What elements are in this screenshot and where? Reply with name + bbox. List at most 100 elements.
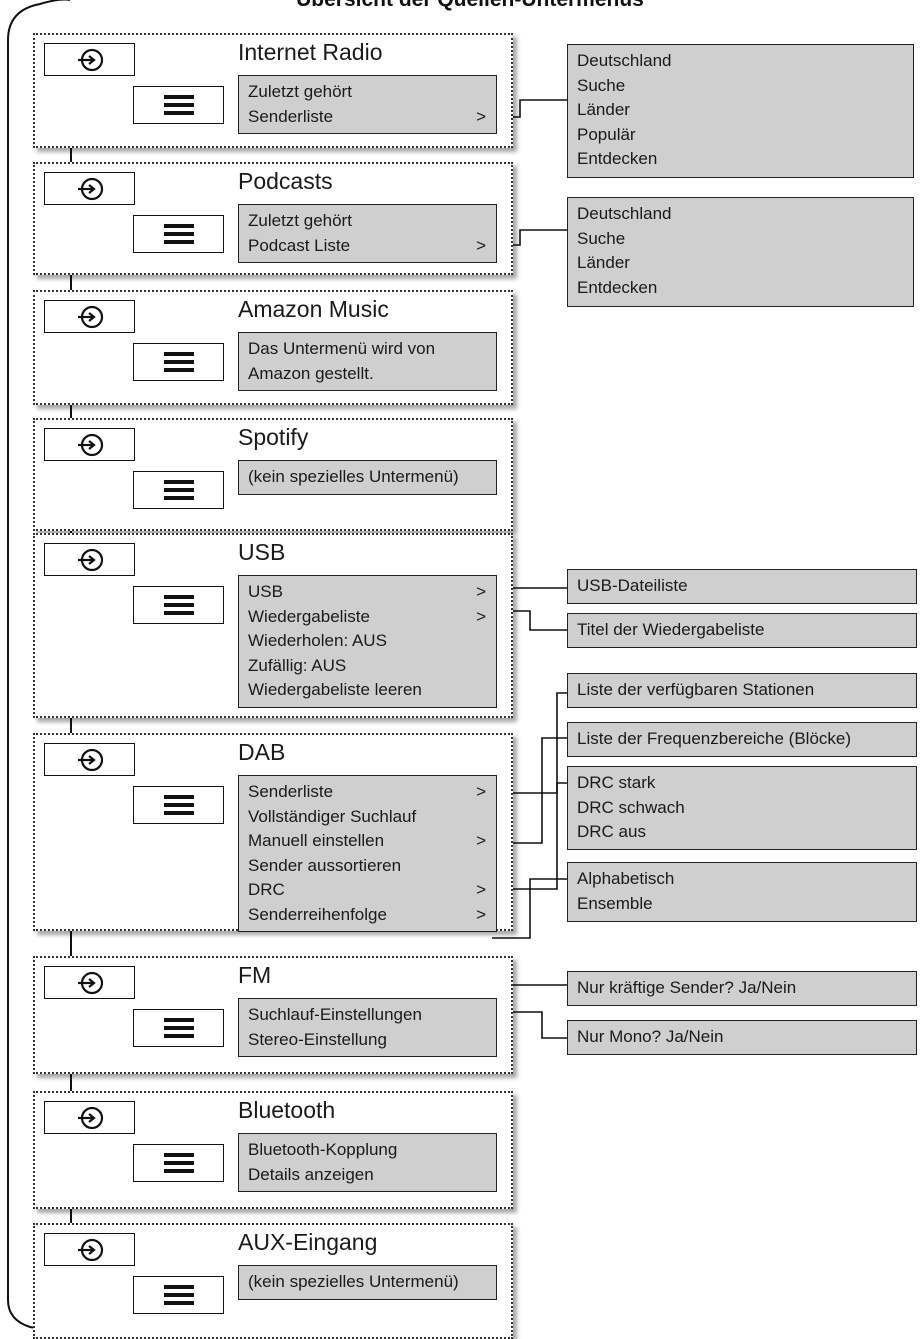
submenu-item[interactable]: Wiedergabeliste leeren [248,678,488,703]
source-select-button[interactable] [44,1101,135,1134]
menu-hamburger-icon [163,480,194,500]
submenu-item[interactable]: Vollständiger Suchlauf [248,805,488,830]
source-title: Bluetooth [238,1097,336,1123]
menu-hamburger-icon [163,1018,194,1038]
detail-submenu-item[interactable]: Deutschland [577,51,672,70]
menu-hamburger-icon [163,595,194,615]
menu-hamburger-icon [163,1285,194,1305]
detail-submenu-item[interactable]: Liste der verfügbaren Stationen [577,680,815,699]
source-input-icon [77,748,103,771]
submenu-item[interactable]: (kein spezielles Untermenü) [248,465,488,490]
detail-submenu-item[interactable]: DRC aus [577,822,646,841]
submenu-item[interactable]: Stereo-Einstellung [248,1028,488,1053]
submenu-arrow: > [476,904,486,924]
source-input-icon [77,1238,103,1261]
detail-submenu-item[interactable]: USB-Dateiliste [577,576,688,595]
menu-button[interactable] [133,1144,224,1182]
submenu-item[interactable]: Senderliste > [248,780,488,805]
detail-submenu-item[interactable]: Deutschland [577,204,672,223]
source-select-button[interactable] [44,743,135,776]
submenu-item[interactable]: Zufällig: AUS [248,654,488,679]
detail-submenu-item[interactable]: Nur Mono? Ja/Nein [577,1027,724,1046]
submenu-item[interactable]: Details anzeigen [248,1163,488,1188]
submenu-item[interactable]: Wiederholen: AUS [248,629,488,654]
detail-submenu-item[interactable]: Titel der Wiedergabeliste [577,620,765,639]
source-input-icon [77,177,103,200]
menu-hamburger-icon [163,1153,194,1173]
source-select-button[interactable] [44,966,135,999]
detail-submenu-box: Nur kräftige Sender? Ja/Nein [567,971,917,1006]
source-select-button[interactable] [44,300,135,333]
source-select-button[interactable] [44,172,135,205]
detail-submenu-item[interactable]: Ensemble [577,893,653,913]
detail-submenu-item[interactable]: Entdecken [577,149,658,168]
menu-button[interactable] [133,215,224,253]
submenu-item-label: Suchlauf-Einstellungen [248,1005,422,1024]
submenu-item[interactable]: Zuletzt gehört [248,209,488,234]
submenu-item[interactable]: Bluetooth-Kopplung [248,1138,488,1163]
menu-button[interactable] [133,1009,224,1047]
source-select-button[interactable] [44,543,135,576]
menu-button[interactable] [133,1276,224,1314]
menu-button[interactable] [133,86,224,124]
detail-submenu-box: USB-Dateiliste [567,569,917,604]
detail-submenu-item[interactable]: DRC schwach [577,797,685,817]
detail-submenu-item[interactable]: Entdecken [577,277,658,297]
source-title: Amazon Music [238,296,389,322]
source-title: Spotify [238,424,309,450]
source-title: FM [238,962,272,988]
submenu-item-label: Zuletzt gehört [248,82,352,101]
menu-button[interactable] [133,343,224,381]
submenu-item[interactable]: (kein spezielles Untermenü) [248,1270,488,1295]
submenu-item[interactable]: Senderreihenfolge> [248,903,488,928]
detail-submenu-box: Nur Mono? Ja/Nein [567,1020,917,1055]
submenu-item-label: Das Untermenü wird von [248,339,436,358]
submenu-item[interactable]: USB> [248,580,488,605]
menu-button[interactable] [133,471,224,509]
submenu-arrow: > [476,582,486,601]
source-input-icon [77,433,103,456]
submenu-item[interactable]: Podcast Liste> [248,234,488,259]
submenu-item[interactable]: Sender aussortieren [248,854,488,879]
submenu-item-label: Vollständiger Suchlauf [248,806,417,826]
source-select-button[interactable] [44,1233,135,1266]
submenu-item[interactable]: DRC> [248,878,488,903]
menu-hamburger-icon [163,95,194,115]
submenu-item[interactable]: Amazon gestellt. [248,362,488,387]
source-select-button[interactable] [44,428,135,461]
source-select-button[interactable] [44,43,135,76]
submenu-item[interactable]: Das Untermenü wird von [248,337,488,362]
detail-submenu-item[interactable]: Länder [577,100,630,119]
detail-submenu-item[interactable]: Alphabetisch [577,869,675,888]
detail-submenu-box: Titel der Wiedergabeliste [567,613,917,648]
submenu-item[interactable]: Senderliste> [248,105,488,130]
detail-submenu-item[interactable]: Nur kräftige Sender? Ja/Nein [577,978,797,997]
detail-submenu-item[interactable]: Länder [577,253,630,272]
detail-submenu-item[interactable]: DRC stark [577,773,656,792]
menu-button[interactable] [133,586,224,624]
submenu-item-label: Senderliste [248,782,334,801]
source-title: USB [238,539,286,565]
submenu-arrow: > [476,782,486,801]
detail-submenu-item[interactable]: Suche [577,228,626,248]
submenu-item[interactable]: Zuletzt gehört [248,80,488,105]
menu-button[interactable] [133,786,224,824]
submenu-item[interactable]: Wiedergabeliste> [248,605,488,630]
submenu-item-label: (kein spezielles Untermenü) [248,467,459,486]
source-title: AUX-Eingang [238,1229,378,1255]
detail-submenu-item[interactable]: Suche [577,75,626,95]
detail-submenu-item[interactable]: Liste der Frequenzbereiche (Blöcke) [577,729,852,748]
detail-submenu-item[interactable]: Populär [577,124,636,144]
source-input-icon [77,305,103,328]
submenu-item-label: Manuell einstellen [248,831,385,850]
submenu-item[interactable]: Suchlauf-Einstellungen [248,1003,488,1028]
submenu-item[interactable]: Manuell einstellen> [248,829,488,854]
